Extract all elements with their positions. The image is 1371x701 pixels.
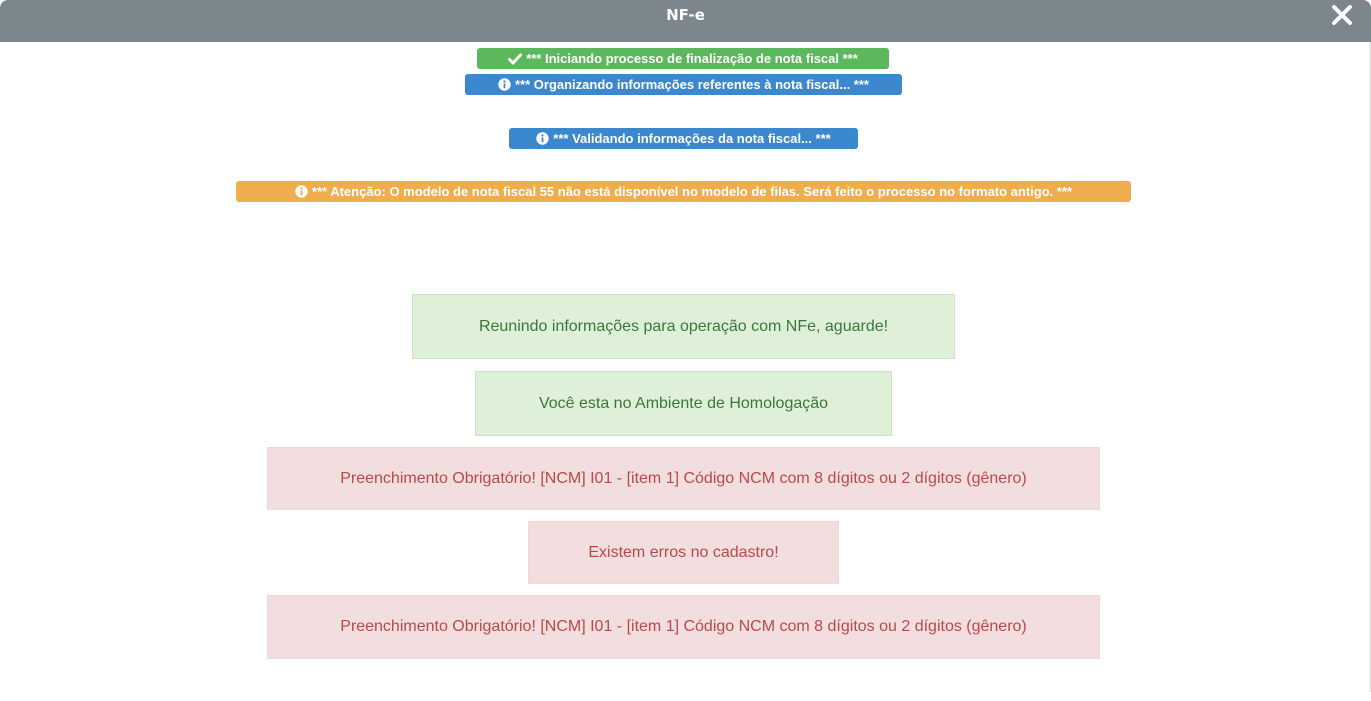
alert-environment-text: Você esta no Ambiente de Homologação	[538, 394, 829, 412]
alert-errors-exist-text: Existem erros no cadastro!	[588, 543, 779, 561]
alert-gathering: Reunindo informações para operação com N…	[412, 294, 955, 359]
alert-error-ncm-2-text: Preenchimento Obrigatório! [NCM] I01 - […	[340, 618, 1027, 635]
log-organize-badge: *** Organizando informações referentes à…	[465, 74, 902, 95]
log-warning-badge: *** Atenção: O modelo de nota fiscal 55 …	[236, 181, 1131, 202]
close-icon	[1332, 5, 1352, 25]
check-icon	[508, 50, 523, 71]
log-validate-text: *** Validando informações da nota fiscal…	[553, 131, 831, 146]
scroll-edge	[1369, 42, 1371, 692]
log-validate-badge: *** Validando informações da nota fiscal…	[509, 128, 858, 149]
log-start-badge: *** Iniciando processo de finalização de…	[477, 48, 889, 69]
modal-title: NF-e	[666, 6, 705, 24]
alert-errors-exist: Existem erros no cadastro!	[528, 521, 839, 584]
modal-header: NF-e	[0, 0, 1371, 42]
alert-environment: Você esta no Ambiente de Homologação	[475, 371, 892, 436]
alert-error-ncm-2: Preenchimento Obrigatório! [NCM] I01 - […	[267, 595, 1100, 659]
log-organize-text: *** Organizando informações referentes à…	[514, 77, 869, 92]
alert-error-ncm-1-text: Preenchimento Obrigatório! [NCM] I01 - […	[340, 469, 1027, 487]
log-start-text: *** Iniciando processo de finalização de…	[526, 51, 858, 66]
info-circle-icon	[498, 76, 511, 97]
alert-gathering-text: Reunindo informações para operação com N…	[478, 317, 889, 335]
close-button[interactable]	[1329, 2, 1355, 28]
info-circle-icon	[536, 130, 549, 151]
alert-error-ncm-1: Preenchimento Obrigatório! [NCM] I01 - […	[267, 447, 1100, 510]
log-warning-text: *** Atenção: O modelo de nota fiscal 55 …	[311, 184, 1073, 199]
info-circle-icon	[295, 183, 308, 204]
